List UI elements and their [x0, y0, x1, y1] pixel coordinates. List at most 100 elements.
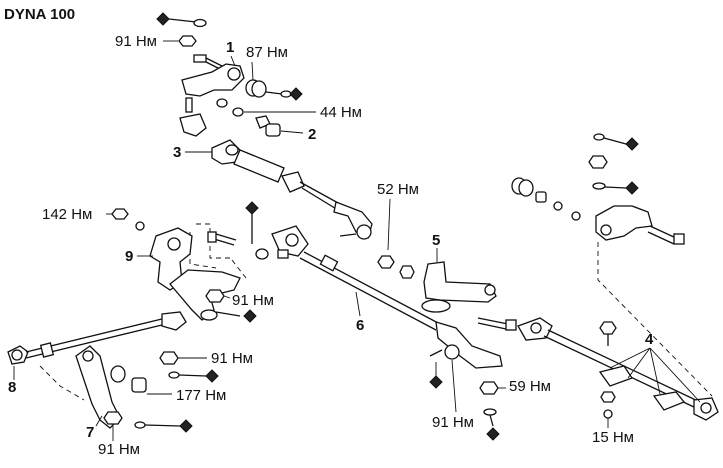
leader-part-6 — [355, 291, 361, 317]
bracket-bore — [227, 67, 241, 81]
drag-link-top-eye — [82, 350, 94, 362]
rubber-bush — [265, 123, 281, 137]
cotter-pin-diamond-icon-3 — [429, 375, 443, 389]
part-number-7: 7 — [86, 424, 94, 441]
leader-6 — [223, 295, 231, 299]
end-bore-3 — [225, 144, 239, 156]
torque-label-11: 59 Нм — [509, 378, 551, 395]
right-bolt-head — [673, 233, 685, 245]
stud — [339, 233, 357, 237]
center-rod-right-end — [435, 321, 503, 369]
cotter-idler — [215, 311, 241, 317]
diagram-title: DYNA 100 — [4, 6, 75, 23]
bolt-right-head — [505, 319, 517, 331]
center-rod-right-eye — [444, 344, 460, 360]
leader-2 — [251, 61, 254, 81]
part-number-5: 5 — [432, 232, 440, 249]
cotter-pin-7-stem — [144, 424, 181, 427]
idler-bracket-right-eye — [600, 224, 612, 236]
torque-label-2: 87 Нм — [246, 44, 288, 61]
rod-collar — [319, 254, 339, 272]
nut-52 — [377, 255, 395, 269]
idler-arm-eye — [200, 309, 218, 321]
torque-label-1: 91 Нм — [115, 33, 157, 50]
bushing-177-a — [110, 365, 126, 383]
cotter-pin-diamond-icon-9 — [625, 137, 639, 151]
part-number-4: 4 — [645, 331, 654, 348]
cotter-pin-diamond-icon-8 — [205, 369, 219, 383]
nut-52b — [399, 265, 415, 279]
pitman-arm-hub — [421, 299, 451, 313]
center-assembly: 52 Нм 5 6 91 Нм 59 Нм — [271, 181, 551, 441]
cotter-pin-4-stem — [489, 414, 494, 427]
nut-cluster — [255, 248, 269, 260]
tie-rod-4-left-eye — [530, 322, 542, 334]
nut-91-link — [103, 411, 123, 425]
guide-dashed-3 — [231, 259, 247, 279]
tie-rod-right-end — [161, 311, 187, 331]
torque-label-7: 91 Нм — [211, 350, 253, 367]
part-number-9: 9 — [125, 248, 133, 265]
nut-top-4 — [599, 321, 617, 335]
guide-dashed-right — [597, 242, 713, 397]
bushing-right-b — [518, 179, 534, 197]
torque-label-4: 52 Нм — [377, 181, 419, 198]
cotter-pin-diamond-icon-7 — [179, 419, 193, 433]
torque-label-8: 177 Нм — [176, 387, 226, 404]
cotter-pin — [193, 18, 207, 28]
washer-142 — [135, 221, 145, 231]
cotter-pin-diamond-icon-6 — [245, 201, 259, 215]
tie-rod-4-clamp-b — [652, 391, 686, 411]
center-rod-left-eye — [285, 233, 299, 247]
tie-rod-4-right-eye — [700, 402, 712, 414]
tie-rod-clamp — [39, 342, 55, 358]
leader-10 — [451, 359, 457, 413]
right-assembly: 4 15 Нм — [511, 133, 719, 446]
pitman-arm-eye — [484, 284, 496, 296]
torque-label-10: 91 Нм — [432, 414, 474, 431]
cotter-lead — [429, 349, 443, 357]
cotter-pin-lead — [168, 18, 197, 23]
cotter-pin-mid-stem — [178, 374, 207, 377]
top-labels: 91 Нм 1 87 Нм 44 Нм 2 3 — [115, 33, 362, 161]
cotter-pin-diamond-icon-2 — [289, 87, 303, 101]
ball-stud — [185, 97, 193, 113]
torque-label-12: 15 Нм — [592, 429, 634, 446]
tie-rod-end-8-eye — [11, 349, 23, 361]
cotter-pin-right-2 — [592, 182, 606, 190]
right-bolt — [647, 225, 677, 245]
rod-clamp — [281, 171, 305, 193]
leader-part-7 — [95, 415, 103, 427]
ball-joint-body — [179, 113, 207, 137]
washer-right-b — [571, 211, 581, 221]
bolt-right — [477, 317, 509, 330]
part-number-3: 3 — [173, 144, 181, 161]
cotter-pin-diamond-icon-10 — [625, 181, 639, 195]
washer-2 — [232, 107, 244, 117]
leader-part-2 — [280, 130, 304, 134]
nut-91-mid — [159, 351, 179, 365]
part-number-1: 1 — [226, 39, 234, 56]
nut-right — [588, 155, 608, 169]
part-number-6: 6 — [356, 317, 364, 334]
adjuster-sleeve — [233, 149, 285, 183]
bushing-right-c — [535, 191, 547, 203]
part-number-2: 2 — [308, 126, 316, 143]
washer-right-a — [553, 201, 563, 211]
nut-cluster-2 — [277, 249, 289, 259]
guide-dashed-4 — [39, 365, 85, 401]
bolt-head — [193, 54, 207, 63]
torque-label-3: 44 Нм — [320, 104, 362, 121]
part-number-8: 8 — [8, 379, 16, 396]
upper-rod — [299, 181, 341, 211]
cotter-pin-right — [593, 133, 605, 141]
nut-91-idler — [205, 289, 225, 303]
cotter-pin-diamond-icon-5 — [243, 309, 257, 323]
leader-part-1 — [230, 55, 236, 67]
cotter-pin-right-2-stem — [604, 186, 627, 189]
pin-lead — [265, 91, 283, 95]
cotter-pin-mid — [168, 371, 180, 379]
cotter-pin-4 — [483, 408, 497, 416]
